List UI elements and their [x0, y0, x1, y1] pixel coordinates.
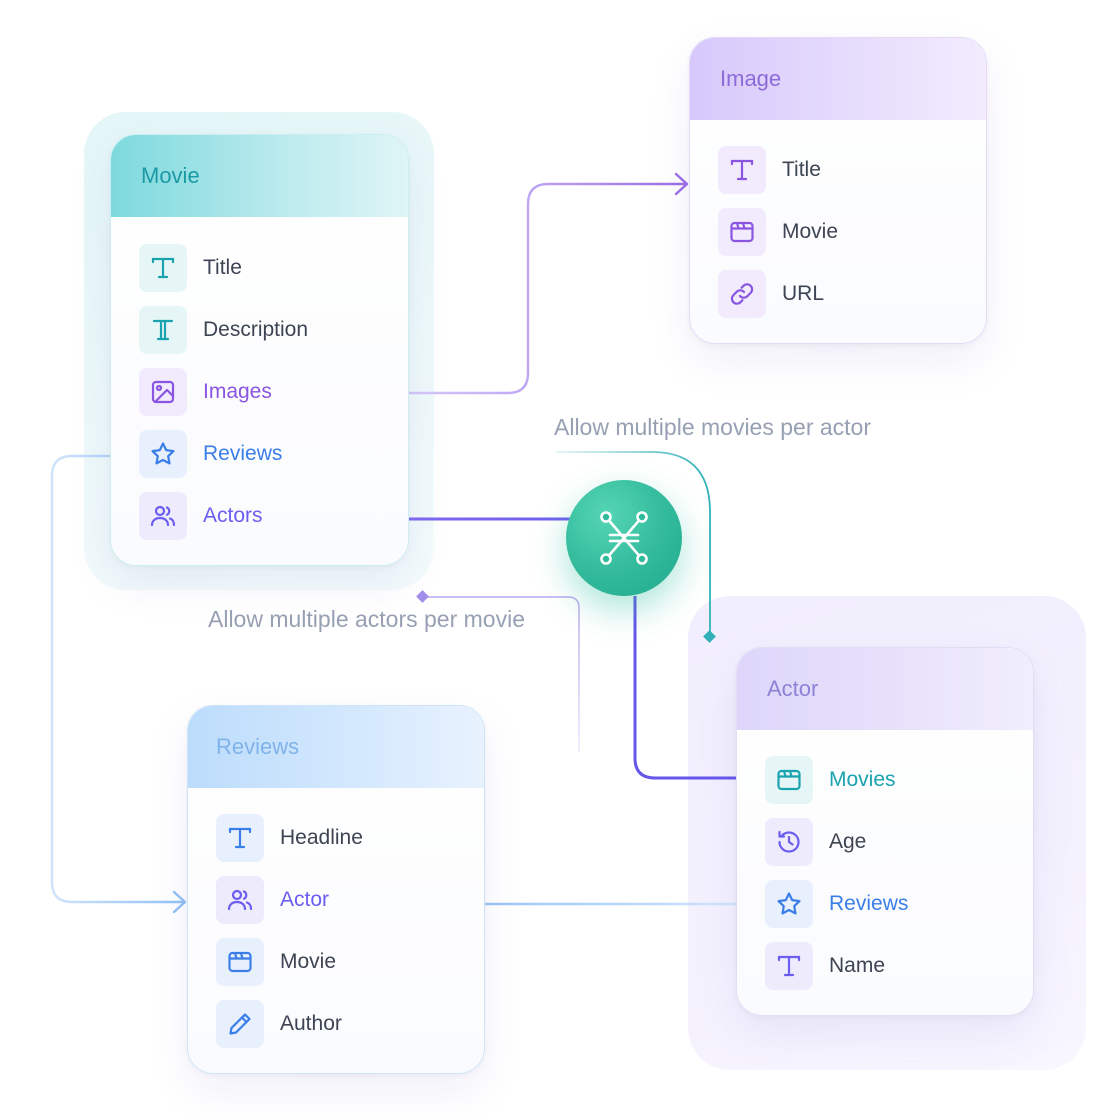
movies-per-actor-note: Allow multiple movies per actor — [554, 414, 872, 440]
many-to-many-hub[interactable] — [566, 480, 682, 596]
movie-card-title: Movie — [141, 163, 200, 188]
pencil-icon — [216, 1000, 264, 1048]
images-to-image-connector — [284, 182, 686, 395]
reviews-field-movie[interactable]: Movie — [216, 938, 336, 986]
actor-field-name-label: Name — [829, 954, 886, 977]
window-icon — [765, 756, 813, 804]
image-model-card[interactable]: Image Title Movie URL — [689, 37, 987, 344]
reviews-card-header: Reviews — [188, 706, 484, 788]
movie-field-description-label: Description — [203, 318, 309, 341]
reviews-field-movie-label: Movie — [280, 950, 337, 973]
movie-field-actors[interactable]: Actors — [139, 492, 263, 540]
images-connector-arrowhead — [674, 172, 689, 196]
movie-model-card[interactable]: Movie Title Description Images Reviews A… — [110, 134, 409, 566]
actor-field-movies-label: Movies — [829, 768, 896, 791]
actor-card-title: Actor — [767, 676, 819, 701]
actors-per-movie-note: Allow multiple actors per movie — [208, 606, 526, 632]
star-icon — [765, 880, 813, 928]
text-icon — [765, 942, 813, 990]
image-field-url[interactable]: URL — [718, 270, 824, 318]
rich-text-icon — [139, 306, 187, 354]
actor-field-age-label: Age — [829, 830, 867, 853]
reviews-field-headline[interactable]: Headline — [216, 814, 363, 862]
movie-field-images-label: Images — [203, 380, 272, 403]
image-field-movie-label: Movie — [782, 220, 839, 243]
hub-to-movies-connector — [633, 596, 762, 780]
actor-field-reviews-label: Reviews — [829, 892, 909, 915]
actors-per-movie-leader — [424, 596, 580, 752]
actor-field-movies[interactable]: Movies — [765, 756, 896, 804]
movie-field-reviews[interactable]: Reviews — [139, 430, 282, 478]
image-field-title-label: Title — [782, 158, 821, 181]
reviews-model-card[interactable]: Reviews Headline Actor Movie Author — [187, 705, 485, 1074]
clock-refresh-icon — [765, 818, 813, 866]
image-card-header: Image — [690, 38, 986, 120]
text-icon — [139, 244, 187, 292]
image-card-title: Image — [720, 66, 782, 91]
reviews-field-author-label: Author — [280, 1012, 342, 1035]
users-icon — [216, 876, 264, 924]
reviews-field-actor[interactable]: Actor — [216, 876, 329, 924]
reviews-connector-arrowhead — [172, 890, 187, 914]
movie-field-title[interactable]: Title — [139, 244, 242, 292]
movie-field-reviews-label: Reviews — [203, 442, 283, 465]
reviews-field-actor-label: Actor — [280, 888, 330, 911]
movies-per-actor-diamond — [703, 630, 716, 643]
text-icon — [216, 814, 264, 862]
actors-per-movie-diamond — [416, 590, 429, 603]
image-field-url-label: URL — [782, 282, 825, 305]
actor-field-age[interactable]: Age — [765, 818, 866, 866]
movie-field-title-label: Title — [203, 256, 242, 279]
actor-card-header: Actor — [737, 648, 1033, 730]
window-icon — [216, 938, 264, 986]
actor-field-name[interactable]: Name — [765, 942, 885, 990]
link-icon — [718, 270, 766, 318]
many-to-many-icon — [600, 511, 648, 565]
movie-field-actors-label: Actors — [203, 504, 263, 527]
window-icon — [718, 208, 766, 256]
reviews-field-headline-label: Headline — [280, 826, 363, 849]
movie-field-images[interactable]: Images — [139, 368, 272, 416]
reviews-card-title: Reviews — [216, 734, 300, 759]
actor-field-reviews[interactable]: Reviews — [765, 880, 908, 928]
reviews-to-reviews-connector — [50, 454, 184, 904]
image-icon — [139, 368, 187, 416]
image-field-title[interactable]: Title — [718, 146, 821, 194]
movies-per-actor-leader — [556, 451, 711, 632]
actor-model-card[interactable]: Actor Movies Age Reviews Name — [736, 647, 1034, 1016]
star-icon — [139, 430, 187, 478]
users-icon — [139, 492, 187, 540]
movie-field-description[interactable]: Description — [139, 306, 308, 354]
reviews-field-author[interactable]: Author — [216, 1000, 342, 1048]
text-icon — [718, 146, 766, 194]
image-field-movie[interactable]: Movie — [718, 208, 838, 256]
movie-card-header: Movie — [111, 135, 408, 217]
